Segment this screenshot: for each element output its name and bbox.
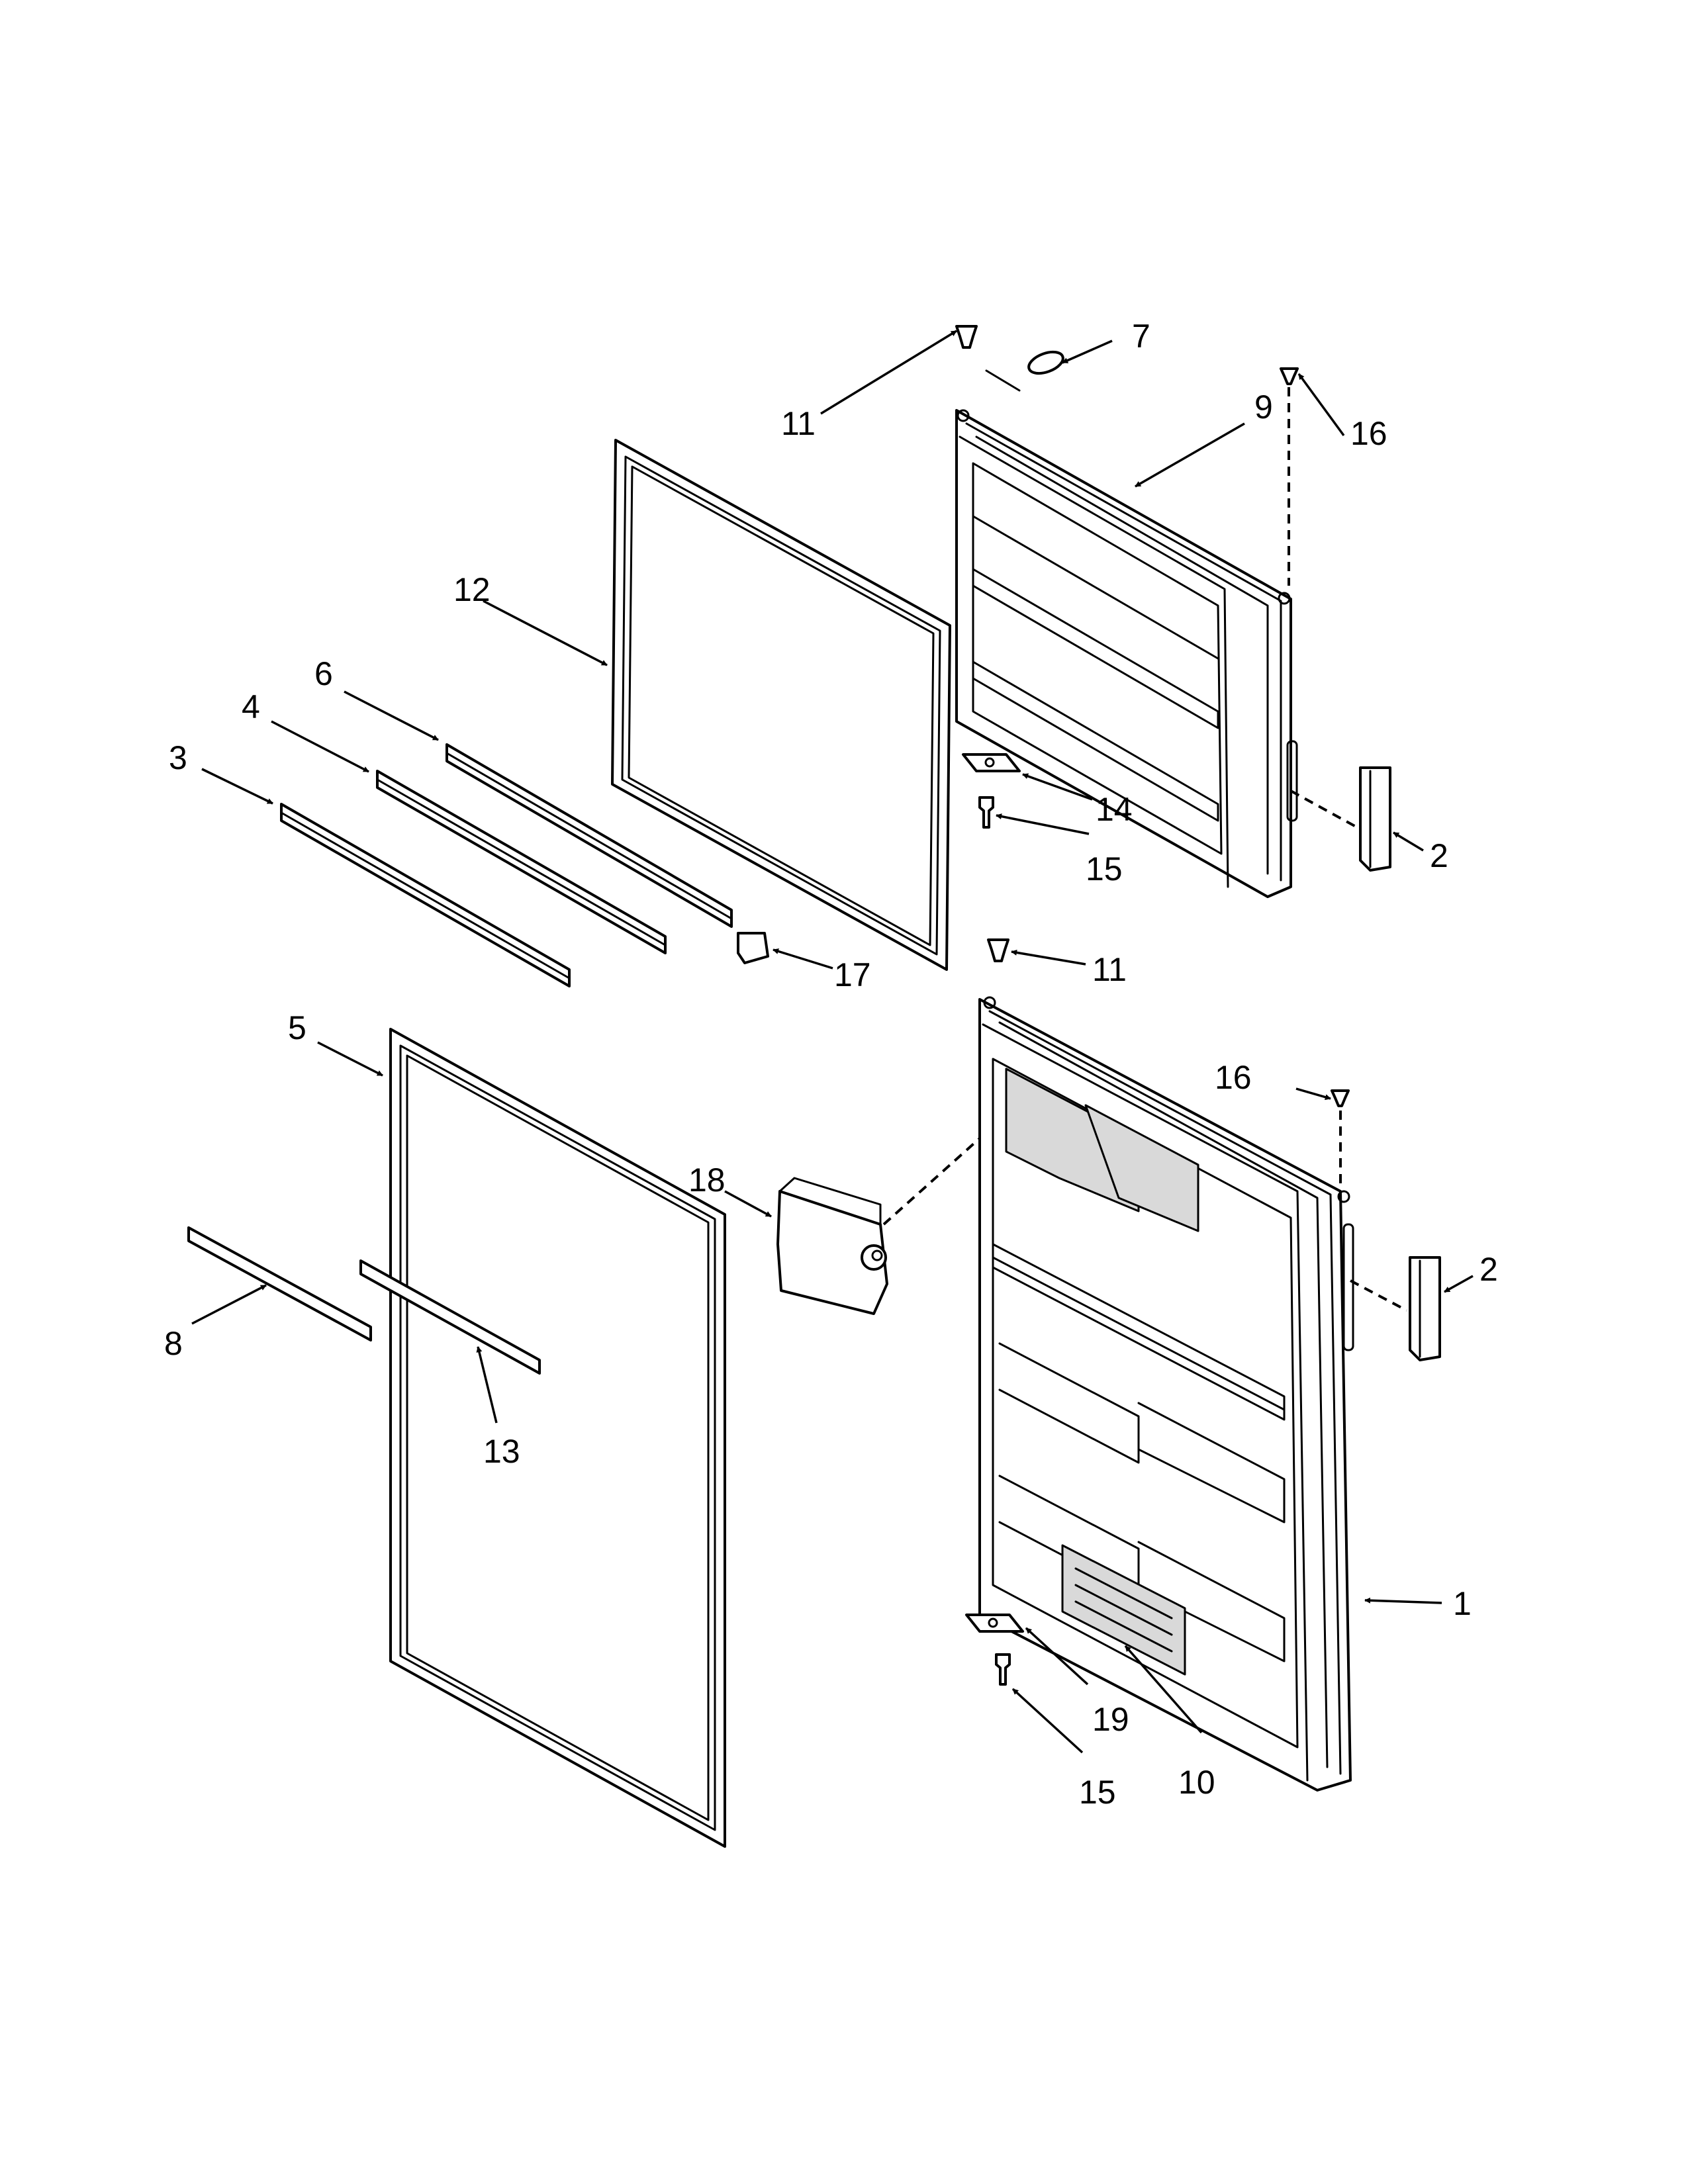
callout-19: 19	[1092, 1701, 1129, 1738]
callout-14: 14	[1096, 791, 1133, 828]
callout-12: 12	[453, 571, 491, 608]
freezer-door	[955, 369, 1298, 898]
callout-1: 1	[1453, 1585, 1472, 1622]
vent-panel	[1061, 1544, 1186, 1676]
refrigerator-door	[978, 996, 1354, 1792]
refrigerator-door-gasket	[389, 1028, 726, 1848]
callout-17: 17	[834, 956, 871, 993]
callout-11: 11	[781, 405, 816, 442]
trim-rail-3	[280, 803, 571, 987]
trim-rail-13	[359, 1259, 541, 1375]
screw-upper	[978, 796, 994, 829]
callout-16: 16	[1350, 415, 1387, 452]
hinge-plug-middle	[1331, 1089, 1350, 1107]
rail-clip	[737, 932, 769, 964]
callout-7: 7	[1132, 318, 1150, 355]
callout-18: 18	[688, 1161, 726, 1199]
callout-6: 6	[314, 655, 333, 692]
trim-rail-4	[376, 770, 667, 954]
callout-9: 9	[1254, 388, 1273, 426]
washer	[1027, 350, 1064, 375]
screw-lower	[995, 1653, 1011, 1686]
hinge-pin-top	[955, 325, 978, 349]
callout-15: 15	[1079, 1774, 1116, 1811]
callout-8: 8	[164, 1325, 183, 1362]
callout-3: 3	[169, 739, 187, 776]
callout-10: 10	[1178, 1764, 1215, 1801]
freezer-bottom-hinge	[962, 753, 1021, 772]
callout-4: 4	[242, 688, 260, 725]
hinge-plug-top	[1280, 367, 1299, 385]
callout-5: 5	[288, 1009, 306, 1046]
trim-rail-8	[187, 1226, 372, 1342]
callout-15: 15	[1086, 850, 1123, 887]
door-handle-lower	[1409, 1256, 1441, 1361]
callout-2: 2	[1430, 837, 1448, 874]
freezer-door-gasket	[611, 439, 951, 971]
dairy-door	[776, 1177, 888, 1315]
refrigerator-bottom-hinge	[965, 1614, 1024, 1633]
hinge-pin-middle	[987, 938, 1009, 962]
callout-16: 16	[1215, 1059, 1252, 1096]
callout-11: 11	[1092, 951, 1127, 988]
callout-2: 2	[1479, 1251, 1498, 1288]
trim-rail-6	[445, 743, 733, 928]
door-handle-upper	[1359, 766, 1391, 872]
callout-13: 13	[483, 1433, 520, 1470]
